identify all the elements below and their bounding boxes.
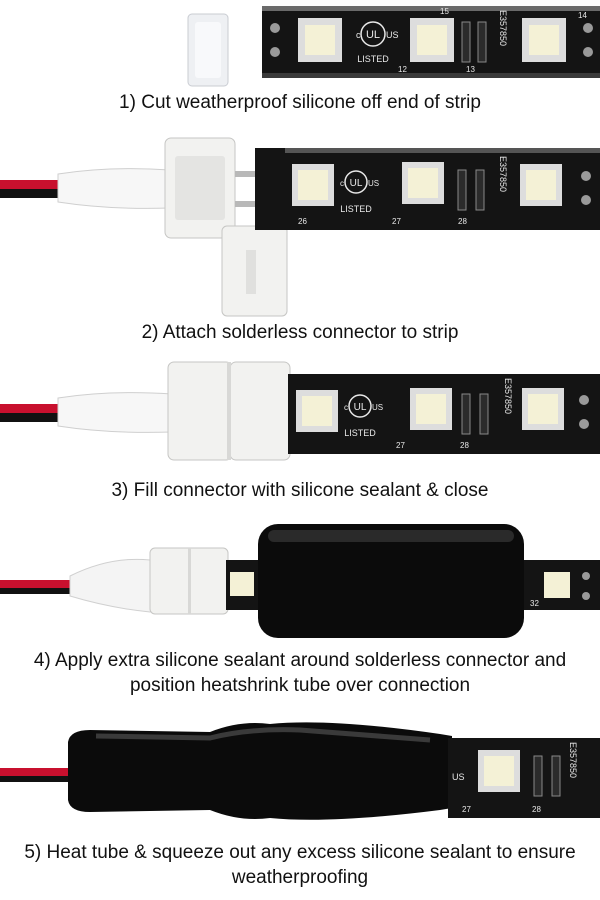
svg-text:UL: UL xyxy=(350,178,363,189)
wire-red xyxy=(0,580,80,588)
svg-text:UL: UL xyxy=(354,402,367,413)
svg-text:E357850: E357850 xyxy=(568,742,578,778)
step-1: UL LISTED c US E357850 12 13 14 15 1) Cu… xyxy=(0,0,600,120)
svg-text:E357850: E357850 xyxy=(498,156,508,192)
led-chip xyxy=(298,18,342,62)
led-chip xyxy=(522,18,566,62)
svg-text:27: 27 xyxy=(396,441,405,450)
wire-red xyxy=(0,180,70,189)
svg-text:27: 27 xyxy=(392,217,401,226)
svg-text:28: 28 xyxy=(532,805,541,814)
step-4-photo: 32 xyxy=(0,524,600,638)
heatshrink-tube xyxy=(68,722,452,820)
ul-mark-text: UL xyxy=(366,29,380,41)
silicone-sealant xyxy=(69,558,163,613)
wire-red xyxy=(0,768,72,776)
step-5-photo: US E357850 27 28 xyxy=(0,722,600,820)
step-2-caption: 2) Attach solderless connector to strip xyxy=(141,322,459,343)
svg-text:28: 28 xyxy=(460,441,469,450)
connector-clip xyxy=(229,361,291,461)
svg-text:15: 15 xyxy=(440,7,449,16)
wire-black xyxy=(0,588,80,594)
model-number: E357850 xyxy=(498,10,508,46)
led-chip xyxy=(410,18,454,62)
step-2-photo: UL LISTED c US E357850 26 27 28 xyxy=(0,137,600,317)
led-chip xyxy=(522,388,564,430)
svg-text:c: c xyxy=(340,179,344,188)
svg-text:26: 26 xyxy=(298,217,307,226)
wire-black xyxy=(0,189,70,198)
svg-text:LISTED: LISTED xyxy=(344,428,376,438)
svg-text:32: 32 xyxy=(530,599,539,608)
svg-text:12: 12 xyxy=(398,65,407,74)
wire-black xyxy=(0,776,72,782)
step-1-photo: UL LISTED c US E357850 12 13 14 15 xyxy=(187,6,600,87)
svg-text:E357850: E357850 xyxy=(503,378,513,414)
led-chip xyxy=(410,388,452,430)
step-3-caption: 3) Fill connector with silicone sealant … xyxy=(111,480,489,501)
led-strip xyxy=(448,738,600,818)
led-chip xyxy=(296,390,338,432)
svg-text:c: c xyxy=(344,403,348,412)
led-chip xyxy=(544,572,570,598)
led-chip xyxy=(292,164,334,206)
led-chip xyxy=(230,572,254,596)
led-chip xyxy=(402,162,444,204)
svg-text:14: 14 xyxy=(578,11,587,20)
svg-text:US: US xyxy=(372,403,383,412)
svg-text:US: US xyxy=(386,30,399,40)
led-chip xyxy=(520,164,562,206)
svg-text:US: US xyxy=(368,179,379,188)
step-3-photo: UL LISTED c US E357850 27 28 xyxy=(0,361,600,461)
solderless-connector xyxy=(167,361,233,461)
svg-text:27: 27 xyxy=(462,805,471,814)
step-4-caption: 4) Apply extra silicone sealant around s… xyxy=(33,650,567,696)
step-3: UL LISTED c US E357850 27 28 3) Fill con… xyxy=(0,350,600,510)
svg-text:c: c xyxy=(356,30,361,40)
listed-text: LISTED xyxy=(357,54,389,64)
svg-text:LISTED: LISTED xyxy=(340,204,372,214)
step-2: UL LISTED c US E357850 26 27 28 2) Attac… xyxy=(0,120,600,350)
svg-text:13: 13 xyxy=(466,65,475,74)
svg-text:28: 28 xyxy=(458,217,467,226)
heatshrink-tube xyxy=(258,524,524,638)
wire-black xyxy=(0,413,70,422)
wire-red xyxy=(0,404,70,413)
step-5-caption: 5) Heat tube & squeeze out any excess si… xyxy=(24,842,576,888)
step-5: US E357850 27 28 5) Heat tube & squeeze … xyxy=(0,710,600,900)
step-1-caption: 1) Cut weatherproof silicone off end of … xyxy=(119,92,481,113)
svg-text:US: US xyxy=(452,772,465,782)
step-4: 32 4) Apply extra silicone sealant aroun… xyxy=(0,510,600,710)
led-chip xyxy=(478,750,520,792)
